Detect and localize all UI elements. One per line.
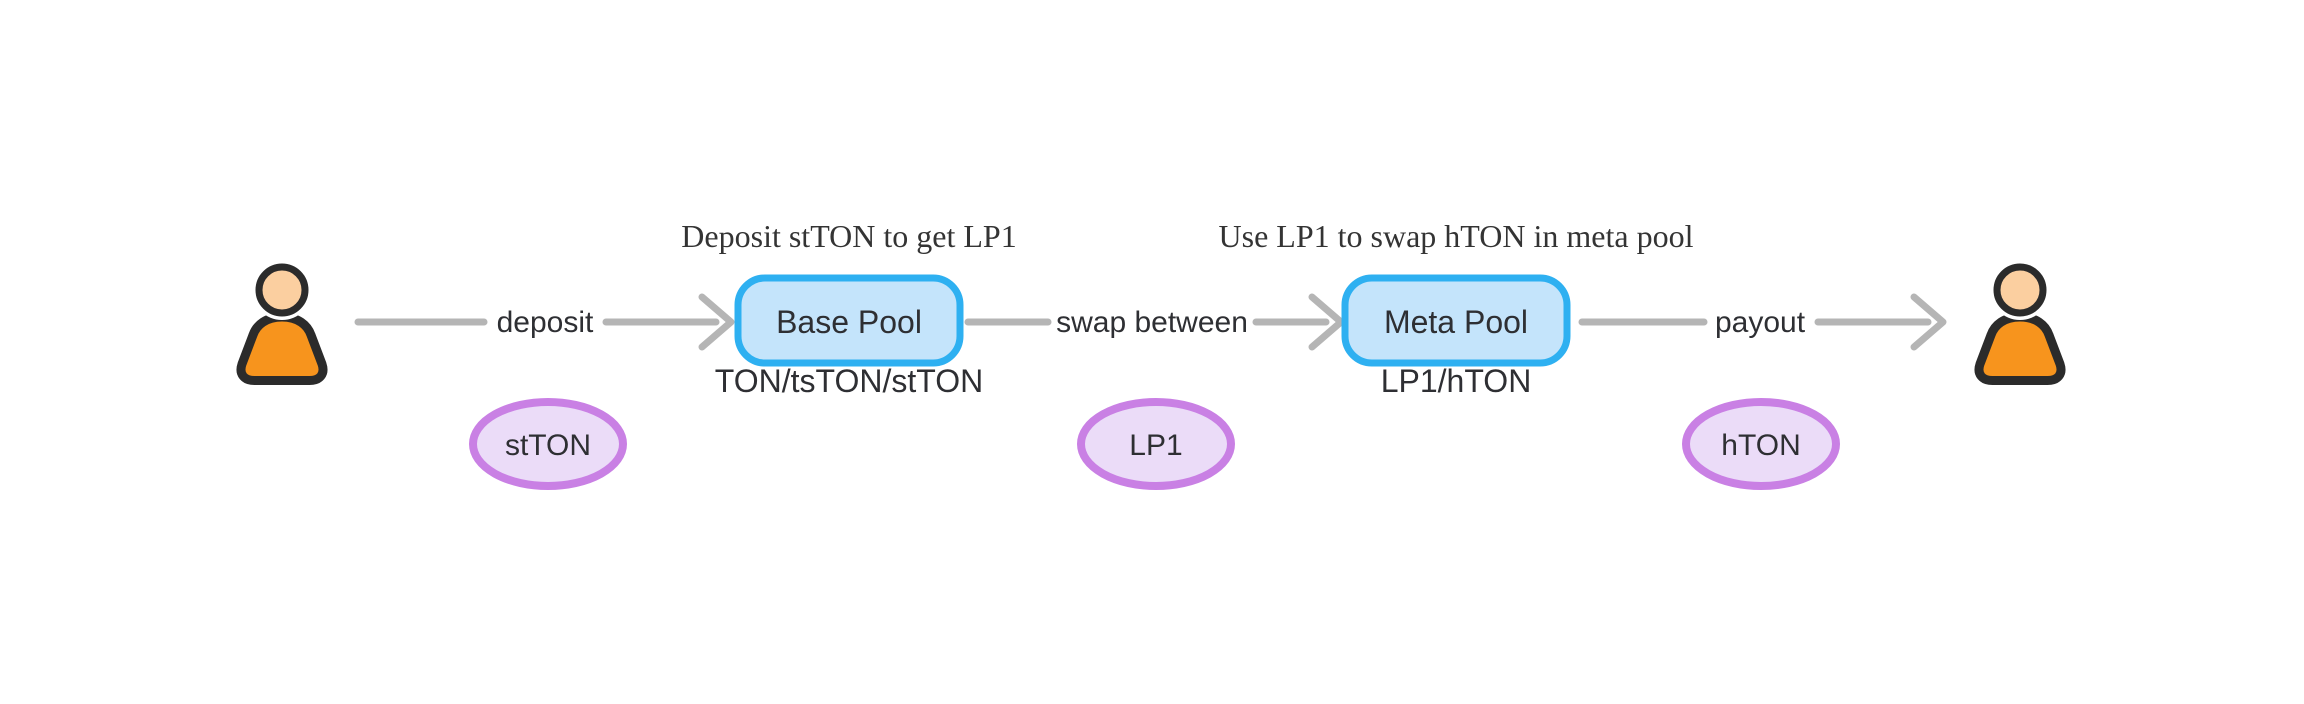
edge-deposit-label: deposit	[497, 306, 594, 339]
heading-base-pool: Deposit stTON to get LP1	[681, 218, 1016, 254]
chevron-right-arrowhead-icon	[698, 293, 735, 351]
heading-meta-pool: Use LP1 to swap hTON in meta pool	[1219, 218, 1694, 254]
node-meta-pool-box	[1341, 274, 1571, 367]
token-lp1-label: LP1	[1129, 429, 1182, 462]
person-icon	[241, 260, 323, 381]
node-meta-pool: Meta Pool LP1/hTON	[1341, 274, 1571, 399]
token-lp1: LP1	[1077, 398, 1235, 490]
token-stton-ellipse	[469, 398, 627, 490]
token-hton: hTON	[1682, 398, 1840, 490]
edge-swap-between-label: swap between	[1056, 306, 1248, 339]
edge-payout: payout	[1578, 293, 1947, 351]
chevron-right-arrowhead-icon	[1308, 293, 1345, 351]
token-stton-label: stTON	[505, 429, 591, 462]
node-base-pool: Base Pool TON/tsTON/stTON	[715, 274, 983, 399]
token-hton-ellipse	[1682, 398, 1840, 490]
edge-payout-label: payout	[1715, 306, 1806, 339]
edge-swap-between: swap between	[964, 293, 1345, 351]
token-hton-label: hTON	[1721, 429, 1800, 462]
edge-deposit: deposit	[354, 293, 735, 351]
node-base-pool-box	[734, 274, 964, 367]
token-lp1-ellipse	[1077, 398, 1235, 490]
chevron-right-arrowhead-icon	[1910, 293, 1947, 351]
node-base-pool-label: Base Pool	[776, 304, 922, 340]
node-meta-pool-label: Meta Pool	[1384, 304, 1528, 340]
token-stton: stTON	[469, 398, 627, 490]
node-base-pool-caption: TON/tsTON/stTON	[715, 363, 983, 399]
node-meta-pool-caption: LP1/hTON	[1381, 363, 1532, 399]
person-icon	[1979, 260, 2061, 381]
